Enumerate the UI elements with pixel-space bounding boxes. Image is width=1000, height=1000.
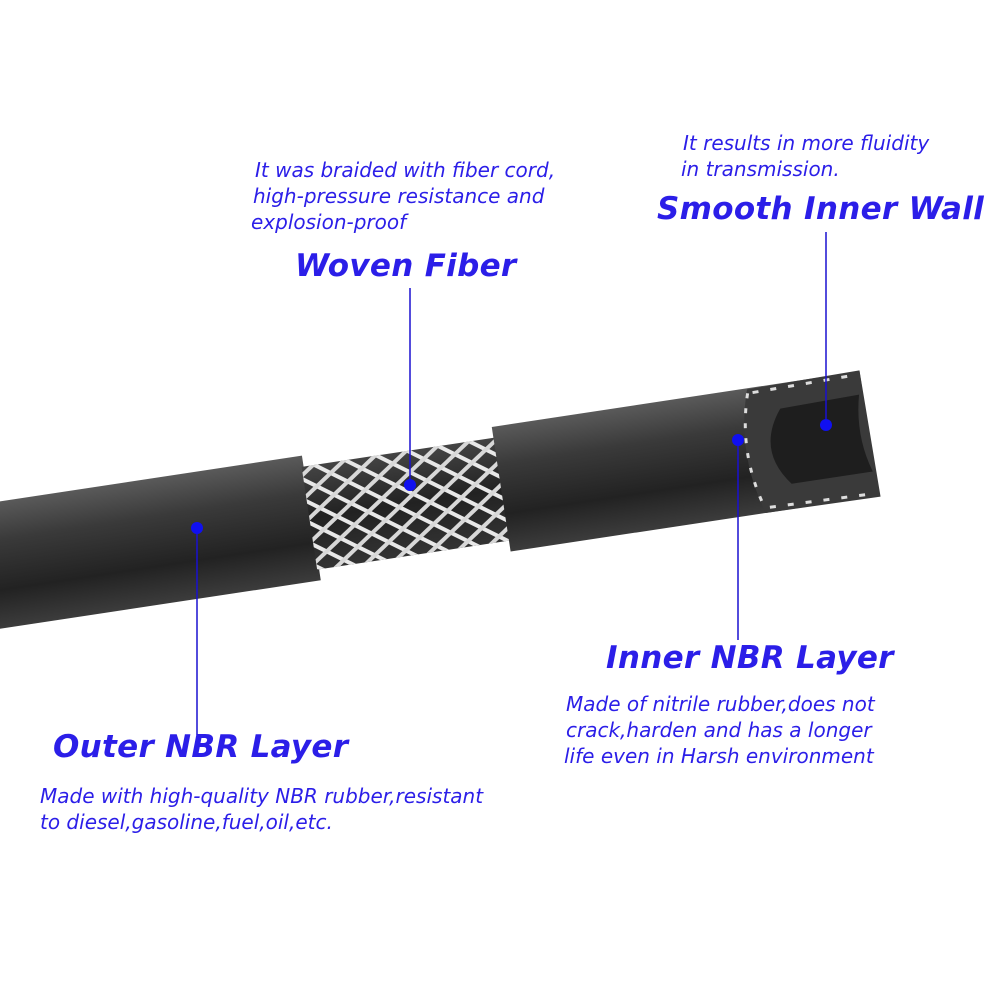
outer-jacket-left [0, 455, 321, 633]
outer-nbr-title: Outer NBR Layer [53, 729, 349, 765]
smooth-inner-wall-dot [820, 419, 832, 431]
woven-fiber-title: Woven Fiber [295, 248, 517, 284]
desc-line: high-pressure resistance and [253, 184, 545, 208]
desc-line: crack,harden and has a longer [566, 718, 872, 742]
inner-nbr-dot [732, 434, 744, 446]
inner-nbr-desc: Made of nitrile rubber,does not crack,ha… [564, 691, 875, 769]
outer-nbr-desc: Made with high-quality NBR rubber,resist… [40, 783, 483, 835]
desc-line: It was braided with fiber cord, [255, 158, 556, 182]
callout-lines [196, 232, 827, 735]
desc-line: Made of nitrile rubber,does not [566, 692, 875, 716]
inner-nbr-title: Inner NBR Layer [606, 640, 894, 676]
desc-line: It results in more fluidity [683, 131, 930, 155]
desc-line: to diesel,gasoline,fuel,oil,etc. [40, 810, 333, 834]
woven-fiber-desc: It was braided with fiber cord, high-pre… [251, 157, 556, 235]
woven-fiber-dot [404, 479, 416, 491]
desc-line: explosion-proof [251, 210, 407, 234]
smooth-inner-wall-title: Smooth Inner Wall [657, 191, 985, 227]
inner-channel [770, 394, 873, 484]
smooth-inner-wall-desc: It results in more fluidity in transmiss… [681, 130, 930, 182]
desc-line: in transmission. [681, 157, 840, 181]
outer-nbr-dot [191, 522, 203, 534]
desc-line: Made with high-quality NBR rubber,resist… [40, 784, 484, 808]
desc-line: life even in Harsh environment [564, 744, 874, 768]
